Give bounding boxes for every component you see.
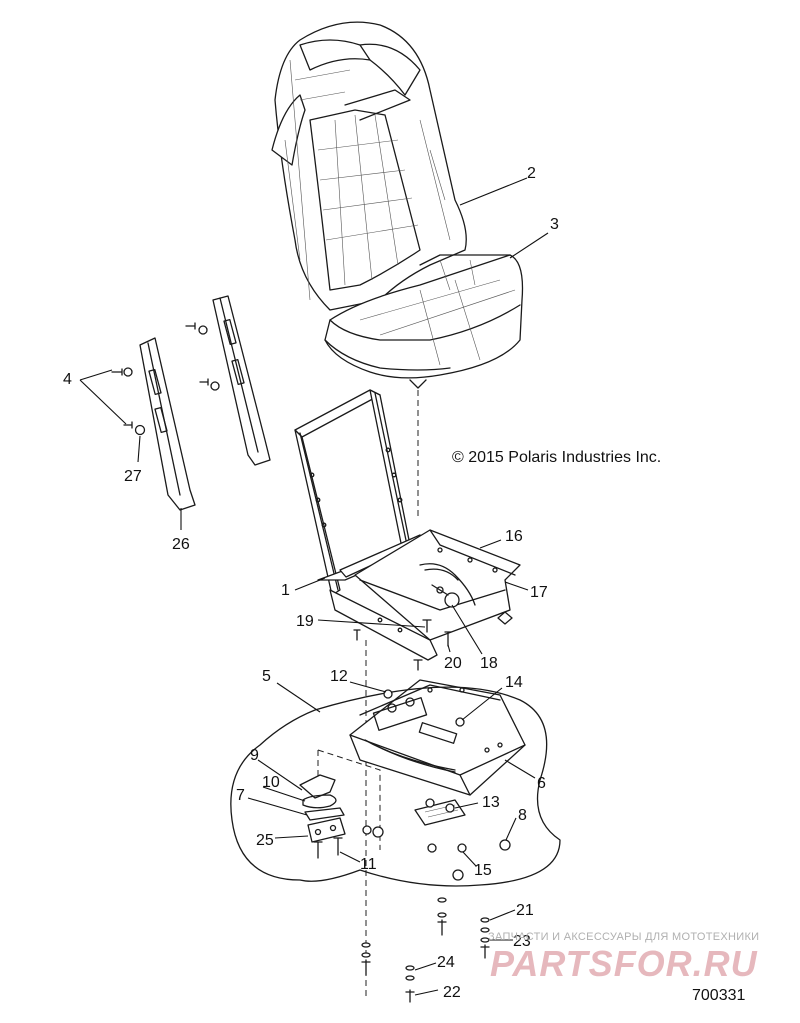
callout-14: 14 xyxy=(505,674,523,691)
callout-27: 27 xyxy=(124,468,142,485)
callout-7: 7 xyxy=(236,787,245,804)
callout-16: 16 xyxy=(505,528,523,545)
seat-harness xyxy=(419,563,476,608)
seat-bracket xyxy=(354,529,521,641)
right-side-rail xyxy=(212,295,271,466)
callout-5: 5 xyxy=(262,668,271,685)
callout-25: 25 xyxy=(256,832,274,849)
callout-11: 11 xyxy=(360,856,377,873)
callout-12: 12 xyxy=(330,668,348,685)
latch-parts xyxy=(299,774,346,859)
callout-20: 20 xyxy=(444,655,462,672)
figure-number: 700331 xyxy=(692,987,745,1004)
rail-fasteners xyxy=(111,322,220,436)
plate-13 xyxy=(414,799,466,826)
leader-lines xyxy=(79,177,549,996)
callout-8: 8 xyxy=(518,807,527,824)
seat-frame xyxy=(294,389,438,661)
seat-cushion xyxy=(324,254,524,389)
watermark-tagline: ЗАПЧАСТИ И АКСЕССУАРЫ ДЛЯ МОТОТЕХНИКИ xyxy=(488,931,759,943)
callout-3: 3 xyxy=(550,216,559,233)
copyright-text: © 2015 Polaris Industries Inc. xyxy=(452,449,661,466)
callout-18: 18 xyxy=(480,655,498,672)
callout-22: 22 xyxy=(443,984,461,1001)
callout-9: 9 xyxy=(250,747,259,764)
callout-19: 19 xyxy=(296,613,314,630)
callout-4: 4 xyxy=(63,371,72,388)
callout-21: 21 xyxy=(516,902,534,919)
callout-1: 1 xyxy=(281,582,290,599)
callout-26: 26 xyxy=(172,536,190,553)
callout-13: 13 xyxy=(482,794,500,811)
callout-24: 24 xyxy=(437,954,455,971)
callout-15: 15 xyxy=(474,862,492,879)
callout-labels: 2 3 4 27 26 1 16 17 19 20 18 5 12 14 6 9… xyxy=(63,165,559,1001)
watermark-brand: PARTSFOR.RU xyxy=(490,943,758,984)
seat-backrest xyxy=(271,21,467,311)
frame-bolts xyxy=(353,619,452,671)
slider-base xyxy=(349,679,526,796)
callout-2: 2 xyxy=(527,165,536,182)
callout-23: 23 xyxy=(513,933,531,950)
callout-10: 10 xyxy=(262,774,280,791)
callout-6: 6 xyxy=(537,775,546,792)
lower-bolts xyxy=(361,897,490,1003)
callout-17: 17 xyxy=(530,584,548,601)
assembly-outline xyxy=(230,686,561,887)
left-side-rail xyxy=(139,337,196,511)
